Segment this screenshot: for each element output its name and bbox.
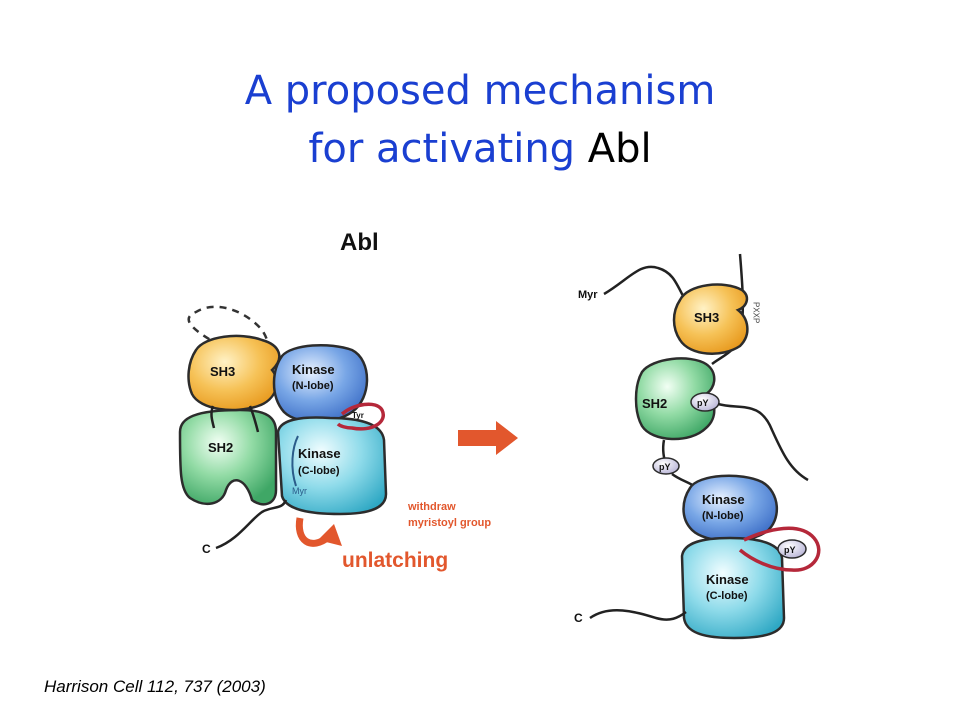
- kinase-c-lobe-left: [276, 416, 388, 516]
- tyr-label: Tyr: [352, 411, 364, 420]
- kinase-label-c-left: Kinase: [298, 446, 341, 461]
- sh3-domain-right: [672, 283, 749, 355]
- n-lobe-label-right: (N-lobe): [702, 510, 744, 522]
- unlatching-label: unlatching: [342, 549, 448, 572]
- sh2-label-right: SH2: [642, 396, 667, 411]
- kinase-label-n-left: Kinase: [292, 362, 335, 377]
- c-terminus-tail-left: [215, 499, 288, 550]
- n-lobe-label-left: (N-lobe): [292, 380, 334, 392]
- py-badge-kinase: [777, 539, 807, 559]
- c-terminus-right: C: [574, 611, 583, 625]
- pxxp-to-c-linker: [717, 402, 809, 482]
- right-panel: Myr PXXP SH3 SH2 pY pY Kinase (N-lobe) K…: [574, 253, 821, 640]
- kinase-c-lobe-right: [680, 536, 786, 640]
- title-line-2: for activating Abl: [0, 120, 960, 178]
- py-label-kinase: pY: [784, 545, 796, 555]
- transition-arrow: [458, 421, 518, 455]
- left-panel: Abl SH2 SH3 Kinase (N-lobe) Kinase (C-lo…: [178, 229, 491, 572]
- activation-loop-left: [336, 402, 385, 431]
- linker-to-kinase: [671, 472, 695, 488]
- sh3-sh2-linker: [210, 405, 216, 429]
- kinase-n-lobe-left: [272, 344, 369, 423]
- page-title: A proposed mechanism for activating Abl: [0, 62, 960, 178]
- sh2-domain-left: [178, 408, 278, 506]
- myristoyl-tail-left: [291, 435, 299, 487]
- py-badge-sh2: [690, 392, 720, 412]
- sh3-label-right: SH3: [694, 310, 719, 325]
- abl-heading: Abl: [340, 229, 379, 256]
- pxxp-label: PXXP: [752, 302, 761, 323]
- withdraw-label-1: withdraw: [407, 501, 456, 513]
- unlatching-arrowhead: [318, 524, 342, 546]
- title-line-2-blue: for activating: [308, 126, 588, 172]
- myr-tail-right: [603, 265, 686, 299]
- py-label-linker: pY: [659, 462, 671, 472]
- myr-label-left: Myr: [292, 486, 307, 496]
- py-label-sh2: pY: [697, 398, 709, 408]
- kinase-label-c-right: Kinase: [706, 572, 749, 587]
- activation-loop-right: [738, 526, 821, 572]
- c-terminus-tail-right: [589, 609, 687, 621]
- citation: Harrison Cell 112, 737 (2003): [44, 677, 266, 696]
- kinase-label-n-right: Kinase: [702, 492, 745, 507]
- c-lobe-label-right: (C-lobe): [706, 590, 748, 602]
- myr-label-right: Myr: [578, 289, 598, 301]
- c-lobe-label-left: (C-lobe): [298, 465, 340, 477]
- c-terminus-left: C: [202, 542, 211, 556]
- title-abl: Abl: [587, 126, 652, 172]
- py-badge-linker: [652, 457, 680, 475]
- sh3-sh2-linker-2: [248, 405, 260, 433]
- withdraw-label-2: myristoyl group: [408, 517, 491, 529]
- sh2-label-left: SH2: [208, 440, 233, 455]
- title-line-1: A proposed mechanism: [244, 68, 716, 114]
- sh3-label-left: SH3: [210, 364, 235, 379]
